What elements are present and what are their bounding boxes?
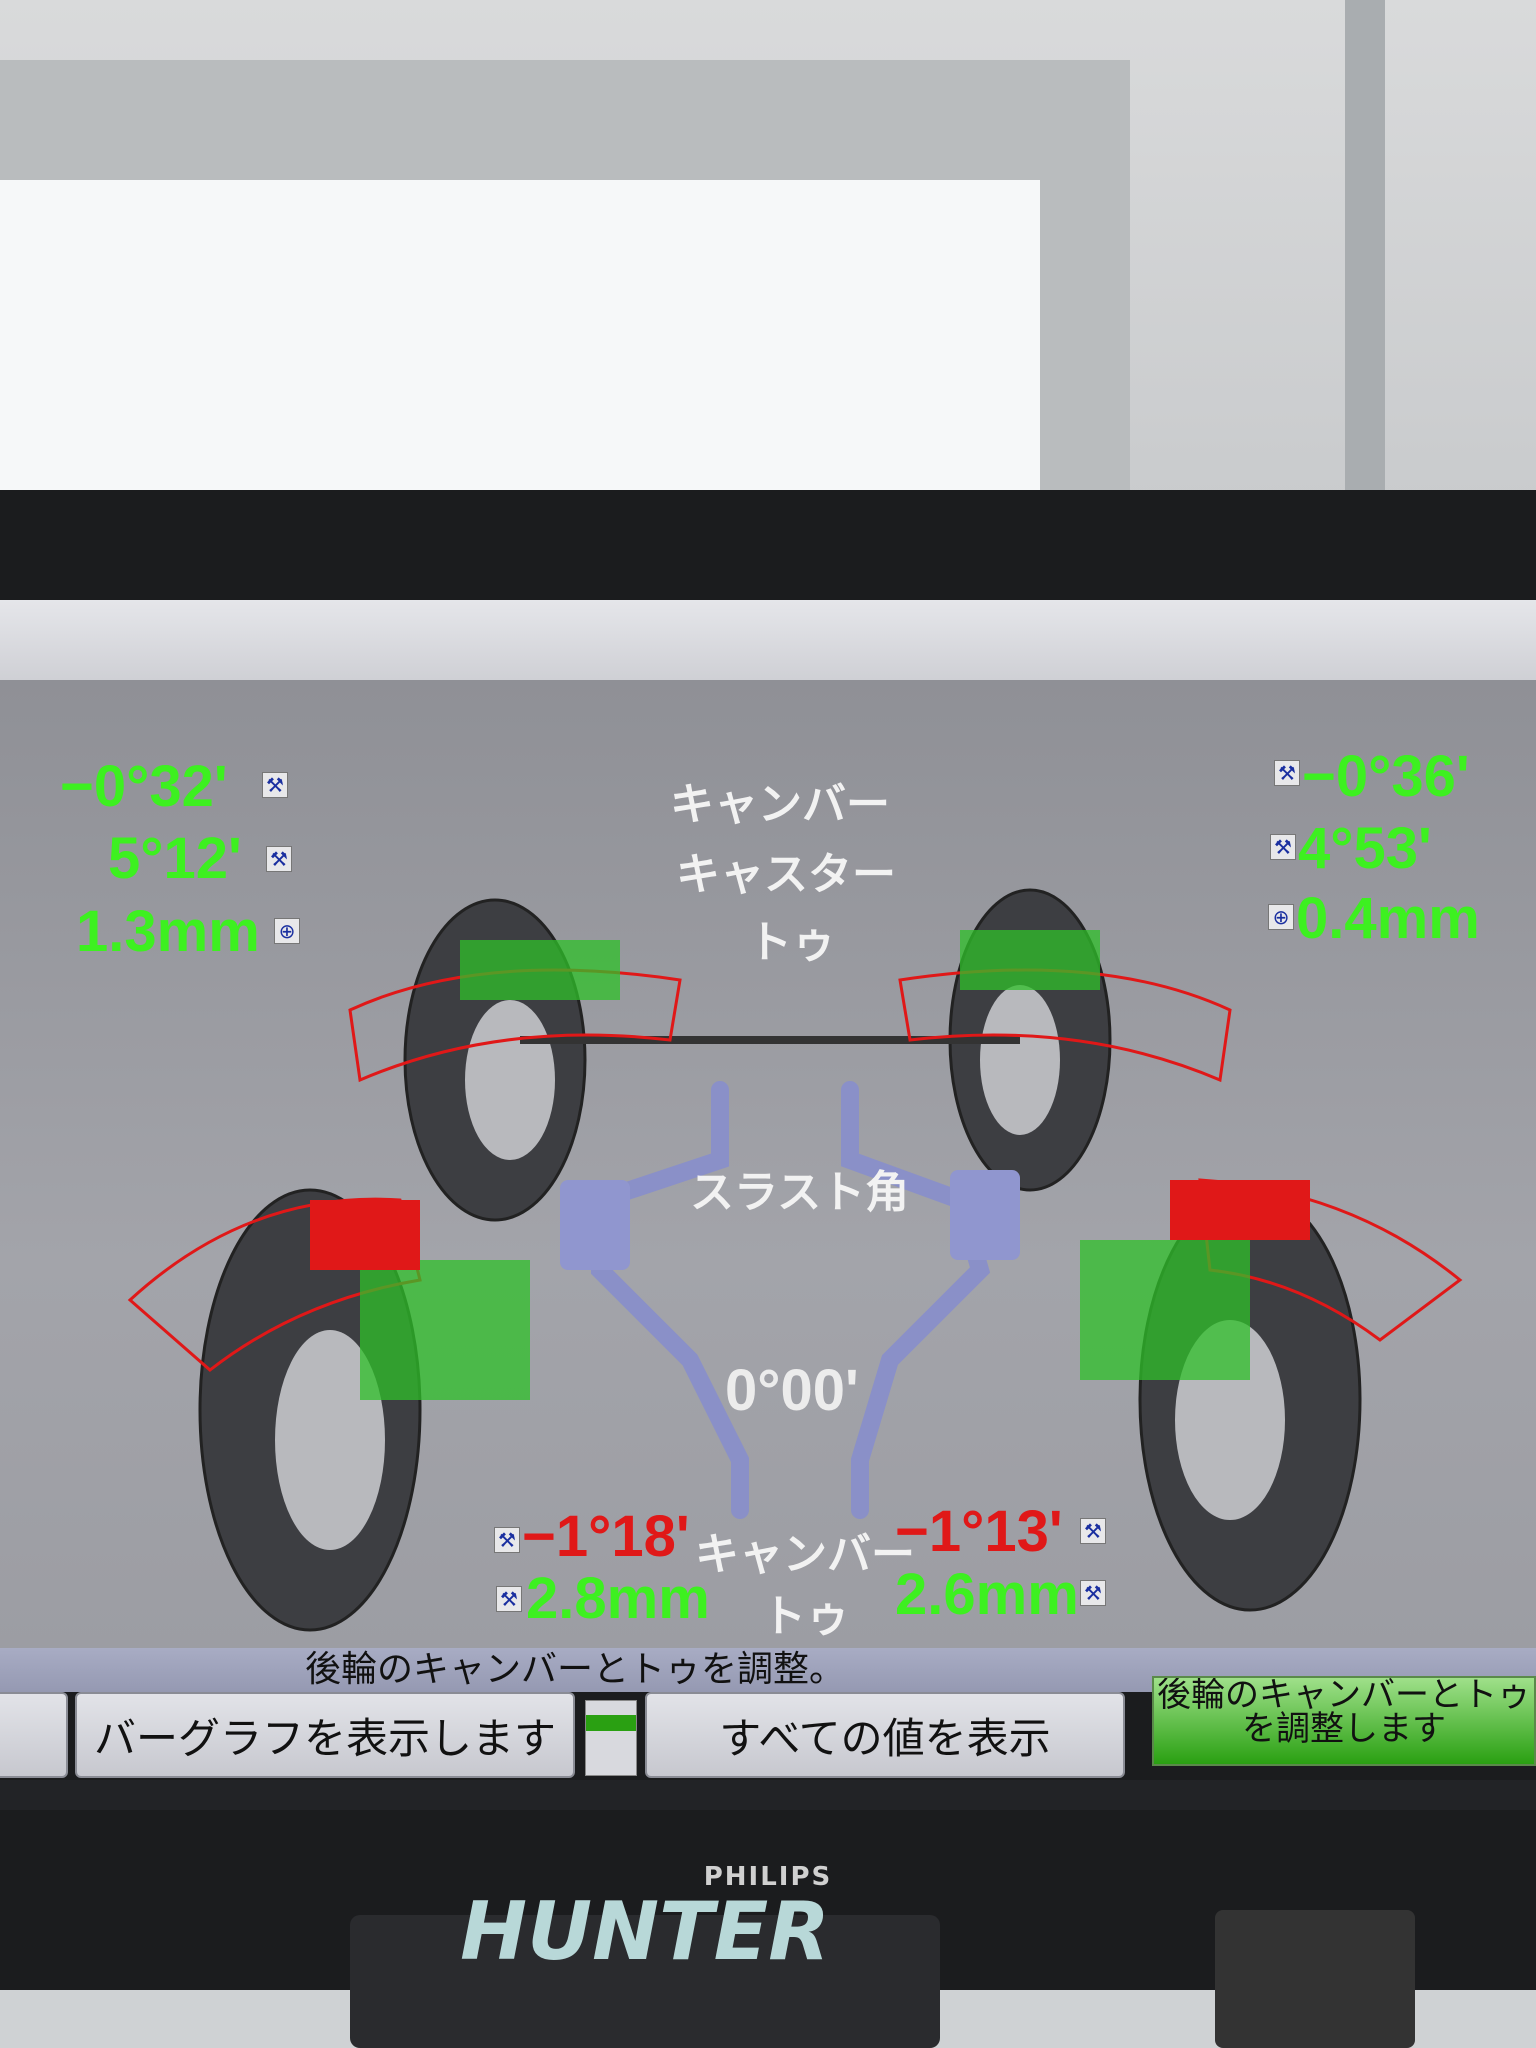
wall-pipe (1345, 0, 1385, 500)
wrench-icon: ⚒ (1080, 1518, 1106, 1544)
keypad (1215, 1910, 1415, 2048)
thrust-angle-label: スラスト角 (690, 1167, 910, 1218)
monitor-brand: PHILIPS (703, 1862, 833, 1892)
rear-left-toe: 2.8mm (526, 1566, 710, 1631)
front-right-toe: 0.4mm (1296, 886, 1480, 951)
taskbar (0, 1780, 1536, 1810)
front-right-camber: −0°36' (1302, 744, 1470, 809)
camber-label: キャンバー (670, 779, 890, 830)
wrench-icon: ⚒ (494, 1527, 520, 1553)
show-all-values-button[interactable]: すべての値を表示 (645, 1692, 1125, 1778)
window-glass (0, 180, 1040, 500)
wrench-icon: ⚒ (1274, 760, 1300, 786)
wrench-icon: ⚒ (1080, 1580, 1106, 1606)
steering-wheel-icon: ⊕ (274, 918, 300, 944)
rear-left-camber: −1°18' (522, 1504, 690, 1569)
rear-right-toe: 2.6mm (895, 1562, 1079, 1627)
front-right-caster: 4°53' (1298, 816, 1432, 881)
rear-camber-label: キャンバー (695, 1529, 915, 1580)
adjust-rear-camber-toe-button[interactable]: 後輪のキャンバーとトゥを調整します (1152, 1676, 1536, 1766)
rear-toe-label: トゥ (762, 1591, 850, 1642)
rear-right-camber: −1°13' (895, 1499, 1063, 1564)
previous-button[interactable] (0, 1692, 68, 1778)
screen-header (0, 600, 1536, 680)
wrench-icon: ⚒ (496, 1586, 522, 1612)
wrench-icon: ⚒ (1270, 834, 1296, 860)
vehicle-diagram (127, 888, 1463, 1632)
front-left-toe: 1.3mm (76, 899, 260, 964)
toe-label: トゥ (748, 917, 836, 968)
equipment-logo: HUNTER (350, 1885, 940, 2048)
wrench-icon: ⚒ (262, 772, 288, 798)
front-left-caster: 5°12' (108, 826, 242, 891)
show-bargraph-button[interactable]: バーグラフを表示します (75, 1692, 575, 1778)
caster-label: キャスター (676, 849, 896, 900)
thrust-angle-value: 0°00' (725, 1358, 859, 1423)
wrench-icon: ⚒ (266, 846, 292, 872)
bargraph-indicator (585, 1700, 637, 1776)
steering-wheel-icon: ⊕ (1268, 904, 1294, 930)
front-left-camber: −0°32' (60, 754, 228, 819)
